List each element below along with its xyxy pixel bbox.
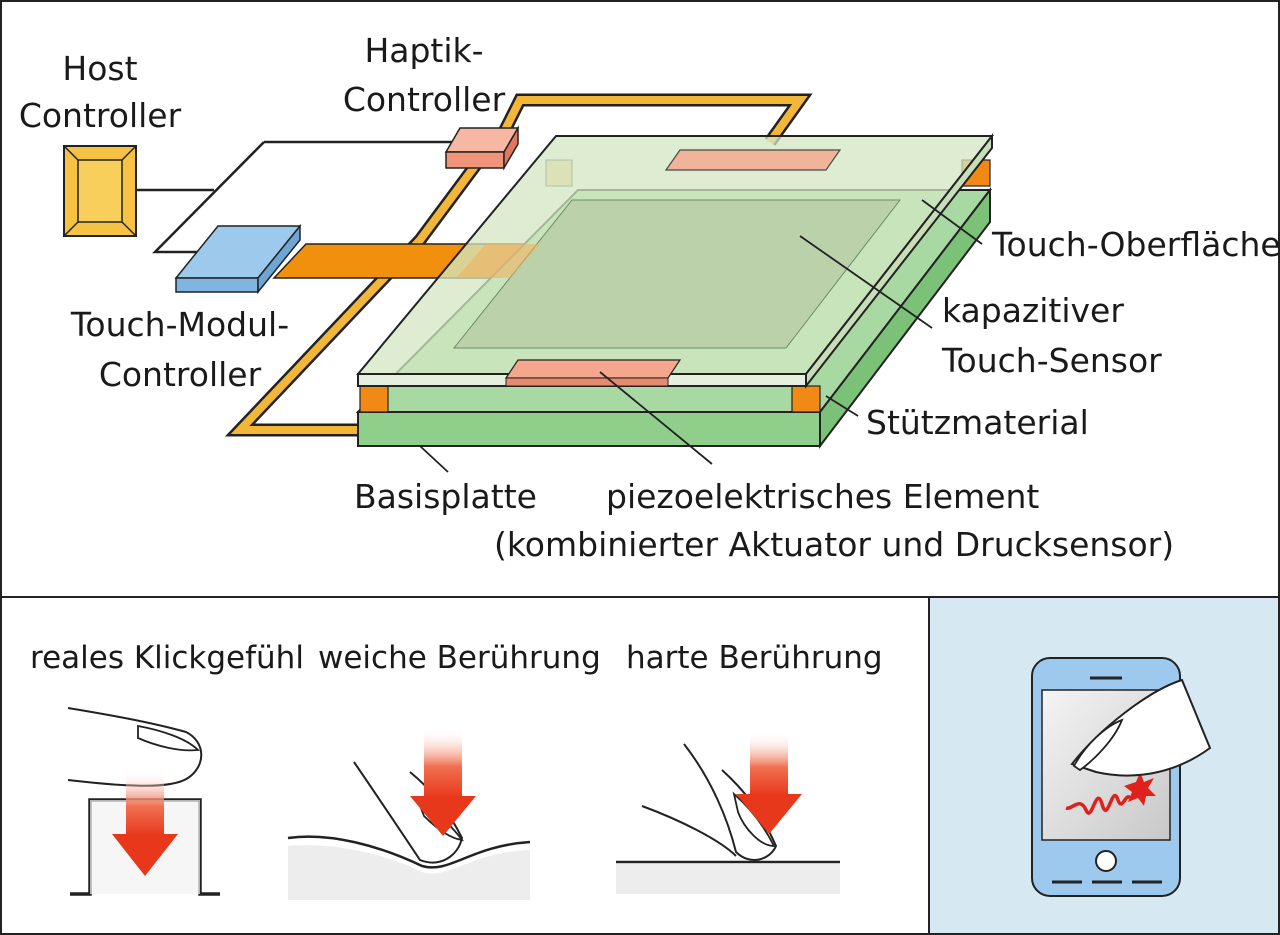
illustration-real-click <box>67 707 220 896</box>
label-basisplatte: Basisplatte <box>354 477 537 516</box>
piezo-elements <box>504 149 842 387</box>
label-stuetzmaterial: Stützmaterial <box>866 403 1089 442</box>
illustration-soft-touch <box>287 728 531 900</box>
label-piezo-2: (kombinierter Aktuator und Drucksensor) <box>494 525 1174 564</box>
illustration-hard-touch <box>616 732 840 894</box>
label-host-controller-2: Controller <box>19 96 182 135</box>
mode-label-soft-touch: weiche Berührung <box>318 640 601 676</box>
label-touch-oberflaeche: Touch-Oberfläche <box>991 225 1280 264</box>
label-touch-modul-1: Touch-Modul- <box>70 305 289 344</box>
impact-burst <box>1124 772 1156 806</box>
label-touch-modul-2: Controller <box>99 355 262 394</box>
label-haptik-controller-1: Haptik- <box>364 31 483 70</box>
label-kapazitiver-2: Touch-Sensor <box>941 341 1162 380</box>
leader-lines <box>419 199 983 473</box>
label-piezo-1: piezoelektrisches Element <box>606 477 1039 516</box>
mode-label-hard-touch: harte Berührung <box>626 640 883 676</box>
label-host-controller-1: Host <box>62 49 137 88</box>
phone-illustration <box>1031 657 1212 897</box>
mode-label-real-click: reales Klickgefühl <box>30 640 304 676</box>
label-haptik-controller-2: Controller <box>343 80 506 119</box>
host-wires <box>136 140 455 254</box>
label-kapazitiver-1: kapazitiver <box>942 291 1124 330</box>
host-controller-chip <box>63 145 137 237</box>
touch-modul-controller-chip <box>174 223 302 295</box>
ribbon-overlay <box>456 244 540 278</box>
haptik-controller-chip <box>444 125 520 171</box>
